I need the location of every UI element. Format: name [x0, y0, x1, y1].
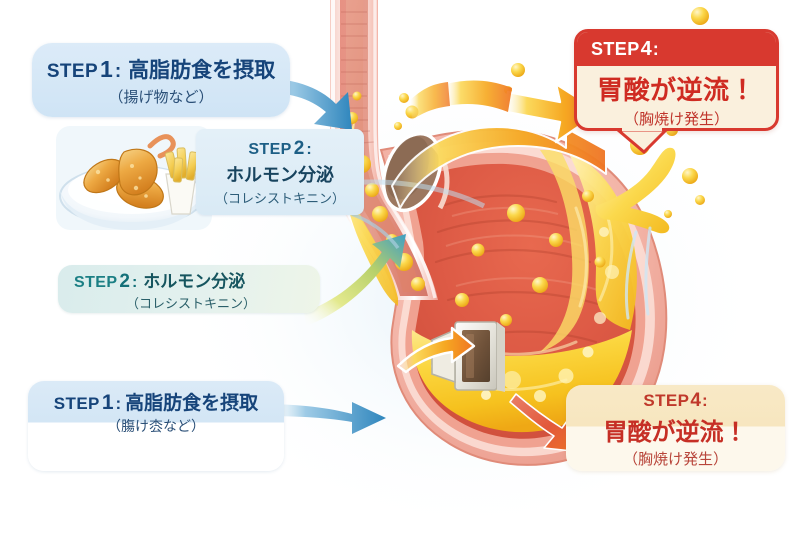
step-label: STEP: [248, 140, 292, 158]
callout-step2-bottom[interactable]: STEP 2 : ホルモン分泌 （コレシストキニン）: [58, 265, 320, 313]
speech-bubble-tail: [614, 128, 670, 154]
step-colon: :: [652, 38, 659, 59]
step-body-text: ホルモン分泌: [226, 164, 334, 185]
callout-step2-top[interactable]: STEP 2 : ホルモン分泌 （コレシストキニン）: [196, 129, 364, 215]
step-subtext: （胸焼け発生）: [622, 451, 728, 468]
step-label: STEP: [46, 60, 99, 82]
step-label: STEP: [74, 273, 118, 291]
arrow-acid-reflux-down: [509, 393, 583, 453]
step-number: 2: [119, 270, 130, 292]
step4-bottom-headline: STEP 4 :: [643, 390, 707, 412]
step-body-text: 高脂肪食を摂取: [128, 58, 276, 82]
arrow-step1-to-stomach: [262, 402, 386, 434]
step-number: 4: [690, 390, 701, 411]
step-colon: :: [131, 273, 138, 291]
step-body-text: ホルモン分泌: [143, 271, 246, 291]
step-subtext: （コレシストキニン）: [214, 190, 345, 206]
step-colon: :: [306, 140, 312, 158]
step-label: STEP: [643, 391, 690, 410]
callout-step4-top[interactable]: STEP 4 : 胃酸が逆流！ （胸焼け発生）: [574, 29, 779, 131]
step-colon: :: [115, 394, 122, 413]
step-body-text: 胃酸が逆流！: [596, 75, 756, 105]
step-number: 1: [101, 391, 114, 414]
step-number: 1: [100, 55, 113, 82]
step-number: 2: [293, 137, 305, 159]
arrow-step2-to-stomach: [304, 234, 406, 326]
fried-food-bowl: [56, 126, 212, 230]
step-colon: :: [701, 391, 708, 410]
arrow-acid-reflux-up: [391, 80, 607, 209]
callout-step4-bottom[interactable]: STEP 4 : 胃酸が逆流！ （胸焼け発生）: [566, 385, 785, 471]
arrow-step2-top-connector: [351, 212, 400, 250]
step2-top-headline: STEP 2 :: [248, 138, 311, 160]
step-subtext: （胸焼け発生）: [623, 111, 729, 128]
oil-droplets-stomach: [455, 190, 606, 326]
step-subtext: （揚げ物など）: [108, 88, 214, 106]
callout-step1-bottom[interactable]: STEP 1 : 高脂肪食を摂取 （膓け枩など）: [28, 381, 284, 471]
step-body-text: 胃酸が逆流！: [603, 419, 748, 446]
step2-bottom-headline: STEP 2 : ホルモン分泌: [74, 267, 320, 293]
step1-bottom-text-wrap: STEP 1 : 高脂肪食を摂取 （膓け枩など）: [28, 381, 284, 436]
callout-step1-top[interactable]: STEP 1 : 高脂肪食を摂取 （揚げ物など）: [32, 43, 290, 117]
step-colon: :: [114, 60, 122, 82]
step-number: 4: [640, 37, 652, 60]
step-subtext: （膓け枩など）: [107, 418, 205, 434]
step-subtext: （コレシストキニン）: [126, 295, 257, 311]
step4-top-header: STEP 4 :: [577, 32, 776, 66]
step4-top-body: 胃酸が逆流！ （胸焼け発生）: [577, 66, 776, 128]
step-body-text: 高脂肪食を摂取: [125, 393, 259, 414]
open-door-valve-icon: [396, 321, 505, 392]
step-label: STEP: [591, 38, 640, 59]
step1-bottom-headline: STEP 1 : 高脂肪食を摂取: [54, 388, 258, 415]
step-label: STEP: [53, 394, 100, 413]
step1-top-headline: STEP 1 : 高脂肪食を摂取: [47, 54, 275, 84]
